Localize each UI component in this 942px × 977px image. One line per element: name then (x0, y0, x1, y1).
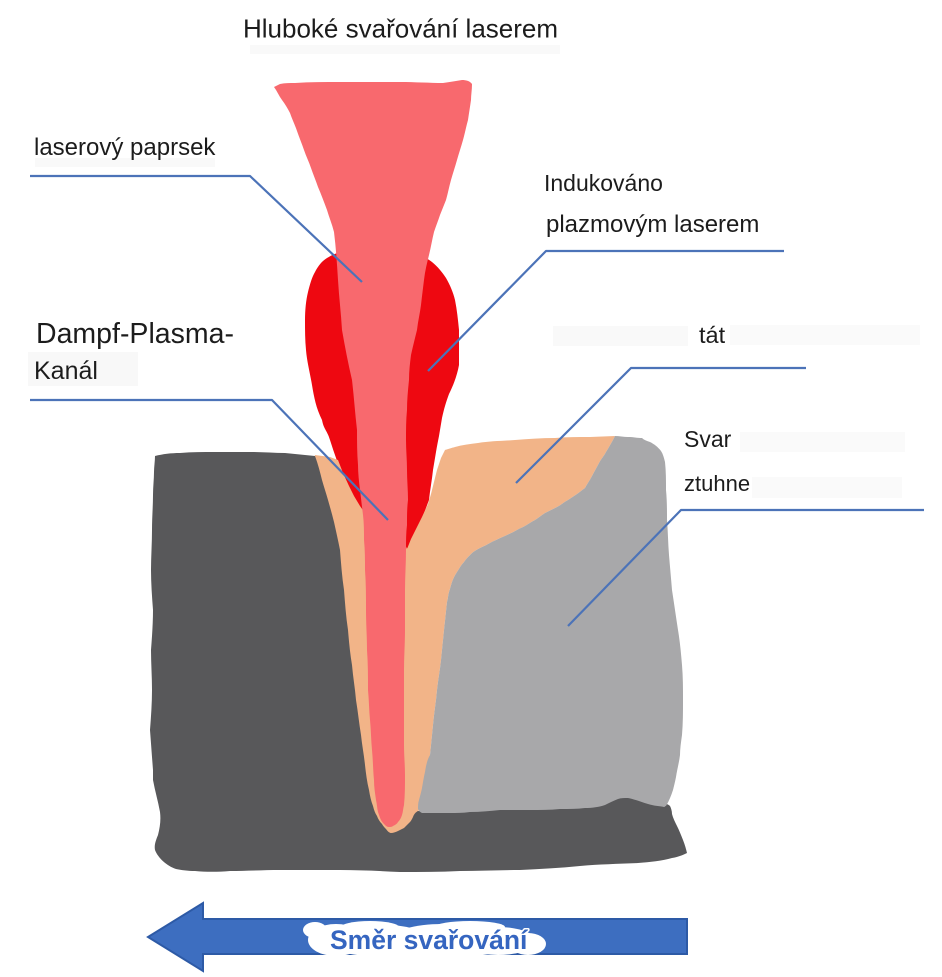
svg-text:Kanál: Kanál (34, 357, 98, 385)
svg-text:laserový paprsek: laserový paprsek (34, 134, 216, 161)
svg-text:Indukováno: Indukováno (544, 170, 663, 196)
svg-text:Hluboké svařování laserem: Hluboké svařování laserem (243, 14, 558, 44)
svg-text:Dampf-Plasma-: Dampf-Plasma- (36, 318, 234, 350)
svg-text:ztuhne: ztuhne (684, 471, 750, 496)
svg-text:tát: tát (699, 322, 726, 348)
svg-text:Svar: Svar (684, 426, 732, 452)
svg-text:plazmovým laserem: plazmovým laserem (546, 211, 759, 238)
svg-text:Směr svařování: Směr svařování (330, 925, 529, 955)
